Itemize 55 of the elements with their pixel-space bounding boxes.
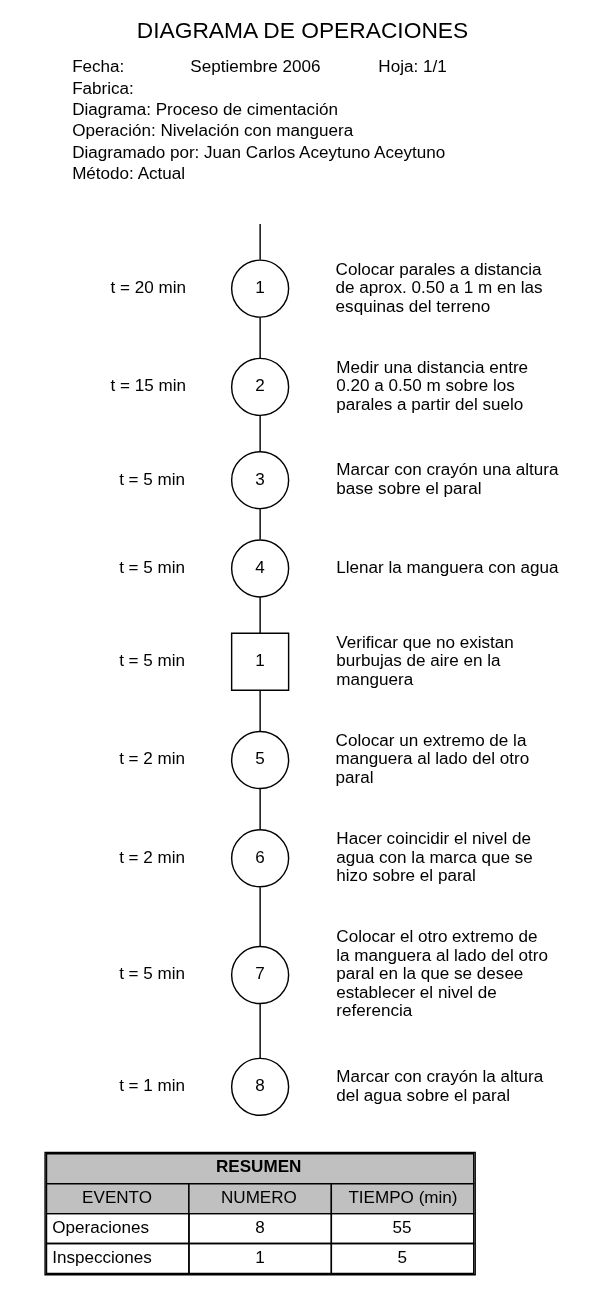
- node-label: Colocar parales a distancia de aprox. 0.50 a 1 m en las esquinas del terreno: [335, 259, 543, 316]
- label: Operación: Nivelación con manguera: [72, 121, 354, 141]
- label: 1: [255, 1247, 265, 1267]
- label: 5: [397, 1247, 408, 1267]
- node-label: t = 20 min: [110, 278, 187, 298]
- node-label: Colocar un extremo de la manguera al lado del otro paral: [335, 730, 530, 787]
- node-label: t = 1 min: [119, 1076, 186, 1096]
- connector: [259, 596, 261, 634]
- connector: [259, 316, 261, 359]
- label: NUMERO: [220, 1188, 297, 1208]
- connector: [259, 1003, 261, 1060]
- node-label: Verificar que no existan burbujas de aire en la manguera: [336, 632, 514, 689]
- label: TIEMPO (min): [348, 1188, 458, 1208]
- connector: [259, 223, 261, 261]
- node-circle: 6: [230, 829, 290, 888]
- label: Inspecciones: [52, 1247, 152, 1267]
- node-label: t = 5 min: [119, 964, 186, 984]
- label: Hoja: 1/1: [378, 57, 447, 77]
- node-circle: 2: [230, 357, 290, 417]
- label: Diagramado por: Juan Carlos Aceytuno Aceytuno: [72, 142, 446, 162]
- label: Fabrica:: [72, 78, 134, 98]
- label: Diagrama: Proceso de cimentación: [72, 100, 338, 120]
- label: Fecha:: [72, 57, 125, 77]
- label: Operaciones: [52, 1217, 150, 1237]
- node-circle: 1: [230, 259, 290, 318]
- connector: [259, 508, 261, 541]
- node-label: t = 2 min: [119, 749, 186, 769]
- connector: [259, 689, 261, 732]
- label: 8: [255, 1217, 265, 1237]
- node-label: Marcar con crayón una altura base sobre el paral: [336, 460, 559, 498]
- node-label: t = 5 min: [119, 557, 186, 577]
- label: Septiembre 2006: [190, 57, 321, 77]
- node-label: Llenar la manguera con agua: [336, 557, 559, 577]
- label: RESUMEN: [215, 1156, 302, 1176]
- node-label: Colocar el otro extremo de la manguera al lado del otro paral en la que se desee establecer el nivel de referencia: [336, 927, 549, 1021]
- node-circle: 4: [230, 539, 290, 598]
- connector: [259, 787, 261, 831]
- node-label: t = 5 min: [119, 469, 186, 489]
- connector: [259, 414, 261, 453]
- node-box: 1: [230, 632, 290, 691]
- node-circle: 8: [230, 1057, 290, 1117]
- node-label: Hacer coincidir el nivel de agua con la marca que se hizo sobre el paral: [336, 829, 533, 886]
- node-circle: 7: [230, 945, 290, 1005]
- node-label: t = 5 min: [119, 651, 186, 671]
- node-circle: 5: [230, 730, 290, 790]
- node-label: Marcar con crayón la altura del agua sobre el paral: [336, 1067, 544, 1105]
- label: Método: Actual: [72, 164, 186, 184]
- node-label: Medir una distancia entre 0.20 a 0.50 m sobre los parales a partir del suelo: [336, 357, 529, 414]
- node-circle: 3: [230, 450, 290, 510]
- connector: [259, 886, 261, 947]
- label: EVENTO: [82, 1188, 153, 1208]
- diagram-title: DIAGRAMA DE OPERACIONES: [136, 17, 469, 44]
- label: 55: [392, 1217, 412, 1237]
- node-label: t = 15 min: [110, 376, 187, 396]
- node-label: t = 2 min: [119, 847, 186, 867]
